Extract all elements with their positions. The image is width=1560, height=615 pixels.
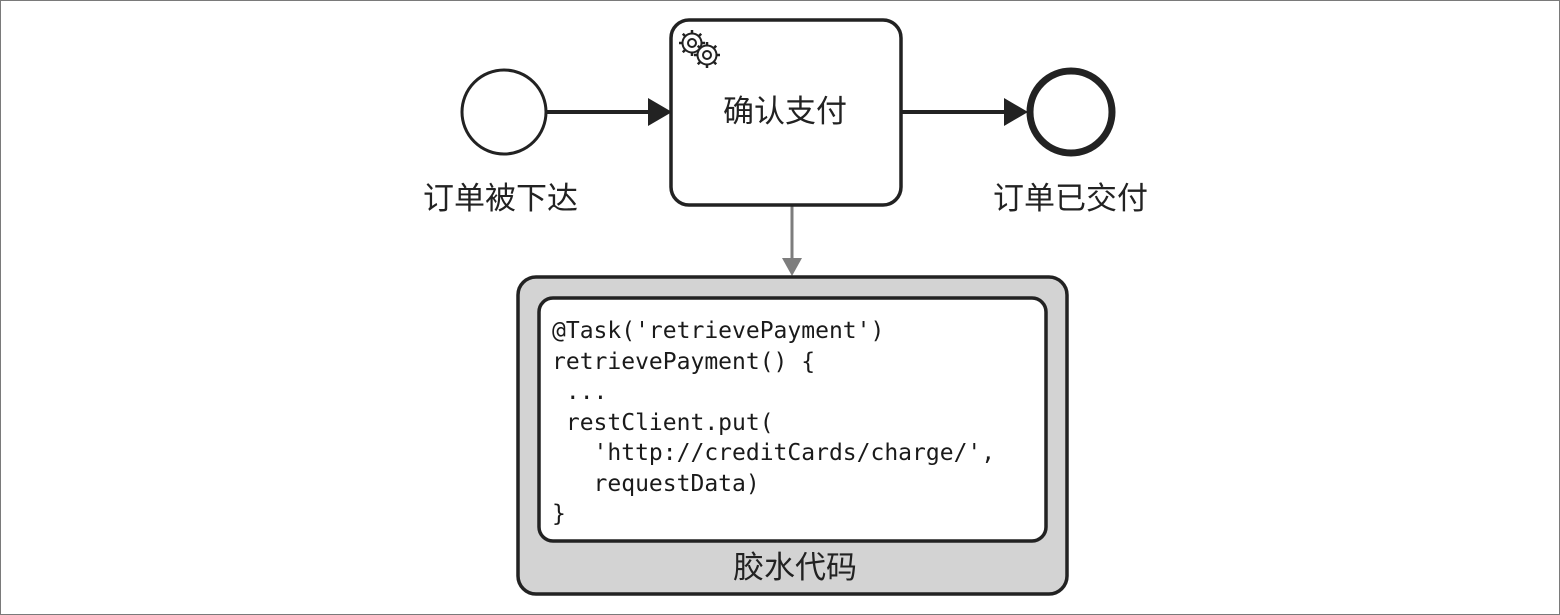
code-line: 'http://creditCards/charge/', <box>552 440 996 466</box>
service-task[interactable] <box>669 18 903 207</box>
code-line: retrievePayment() { <box>552 348 816 375</box>
service-task-gear-icon <box>679 30 720 68</box>
start-event[interactable] <box>460 68 548 156</box>
code-line: restClient.put( <box>552 409 774 436</box>
end-event-label: 订单已交付 <box>993 181 1148 217</box>
sequence-flow-task-to-end[interactable] <box>901 98 1028 126</box>
code-line: requestData) <box>552 470 760 497</box>
association-task-to-glue-code[interactable] <box>782 205 802 276</box>
code-line: } <box>552 501 566 527</box>
start-event-label: 订单被下达 <box>423 181 578 217</box>
code-snippet-box <box>537 296 1048 543</box>
code-line: ... <box>552 379 608 405</box>
code-line: @Task('retrievePayment') <box>552 318 885 344</box>
end-event[interactable] <box>1026 67 1116 157</box>
task-label: 确认支付 <box>723 94 847 130</box>
code-snippet: @Task('retrievePayment') retrievePayment(… <box>552 316 995 530</box>
glue-code-label: 胶水代码 <box>733 550 857 586</box>
sequence-flow-start-to-task[interactable] <box>547 98 672 126</box>
